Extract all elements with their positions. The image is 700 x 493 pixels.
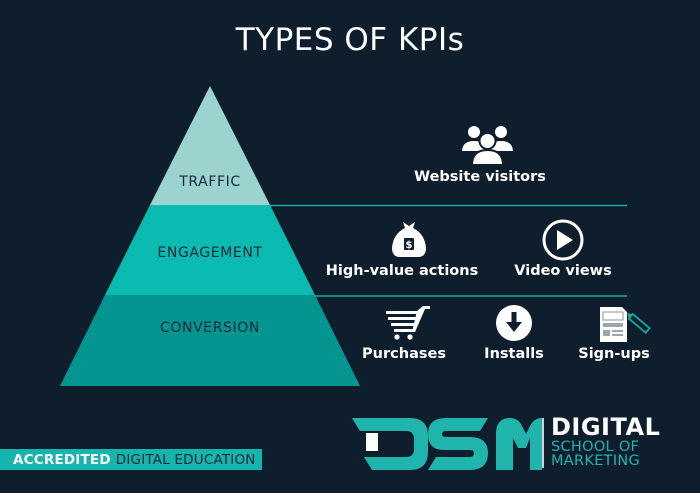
pyramid-tier-engagement xyxy=(105,205,315,295)
pyramid-tier-conversion xyxy=(60,295,360,386)
page-title: TYPES OF KPIs xyxy=(235,22,465,58)
tier-label-traffic: TRAFFIC xyxy=(179,174,241,190)
users-icon xyxy=(459,124,516,166)
shopping-cart-icon xyxy=(386,306,430,340)
kpi-label-video-views: Video views xyxy=(514,263,612,279)
accredited-band: ACCREDITED DIGITAL EDUCATION xyxy=(0,449,262,470)
band-rest-text: DIGITAL EDUCATION xyxy=(115,451,256,468)
kpi-label-installs: Installs xyxy=(484,346,544,362)
pyramid-tier-traffic xyxy=(150,86,270,205)
logo-line-marketing: MARKETING xyxy=(551,453,641,469)
dsm-logo-mark xyxy=(352,418,542,470)
logo-line-digital: DIGITAL xyxy=(551,413,661,441)
download-icon xyxy=(496,305,532,341)
kpi-label-sign-ups: Sign-ups xyxy=(578,346,650,362)
tier-label-conversion: CONVERSION xyxy=(160,320,260,336)
dsm-logo-text: DIGITAL SCHOOL OF MARKETING xyxy=(551,414,660,468)
money-bag-icon: $ xyxy=(392,222,426,257)
kpi-label-purchases: Purchases xyxy=(362,346,446,362)
logo-line-school-of: SCHOOL OF xyxy=(551,439,640,455)
band-bold-text: ACCREDITED xyxy=(13,451,111,468)
kpi-label-website-visitors: Website visitors xyxy=(414,169,546,185)
form-pencil-icon xyxy=(600,307,651,342)
play-circle-icon xyxy=(542,219,584,261)
kpi-label-high-value-actions: High-value actions xyxy=(325,263,479,279)
svg-text:$: $ xyxy=(406,240,413,251)
tier-label-engagement: ENGAGEMENT xyxy=(157,245,263,261)
